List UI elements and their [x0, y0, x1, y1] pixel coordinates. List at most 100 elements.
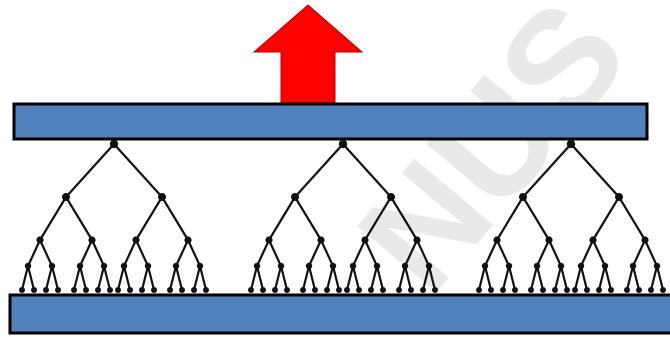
tree-branch — [122, 238, 138, 268]
tree-branch — [351, 264, 361, 292]
tree-branch — [26, 238, 42, 268]
tree-branch — [255, 238, 271, 268]
tree-branch — [134, 238, 150, 268]
tree-branch — [307, 238, 323, 268]
tree-tip-node — [167, 287, 173, 293]
arrow-up-icon — [252, 4, 364, 105]
tree-branch — [631, 238, 647, 268]
tree-branch — [134, 195, 164, 242]
tree-branch — [643, 238, 659, 268]
tree-branch — [146, 264, 156, 292]
tree-tip-node — [284, 287, 290, 293]
tree-junction-node — [589, 236, 597, 244]
tree-tip-node — [83, 287, 89, 293]
tree-branch — [495, 238, 511, 268]
tree-branch — [198, 264, 208, 292]
tree-tip-node — [71, 287, 77, 293]
tree-junction-node — [265, 236, 273, 244]
tree-branch — [160, 195, 190, 242]
tree-tip-node — [95, 287, 101, 293]
tree-branch — [319, 238, 335, 268]
tree-tip-node — [408, 287, 414, 293]
tree-tip-node — [31, 287, 37, 293]
tree-junction-node — [545, 236, 553, 244]
tree-tip-node — [396, 287, 402, 293]
tree-tip-node — [564, 287, 570, 293]
tree-branch — [267, 238, 283, 268]
tree-tip-node — [552, 287, 558, 293]
tree-branch — [345, 264, 355, 292]
top-plate — [12, 102, 649, 141]
tree-tip-node — [203, 287, 209, 293]
tree-branch — [168, 264, 178, 292]
tree-junction-node — [48, 262, 56, 270]
tree-branch — [325, 264, 335, 292]
tree-tip-node — [608, 287, 614, 293]
tree-branch — [78, 238, 94, 268]
tree-junction-node — [387, 193, 395, 201]
tree-branch — [369, 264, 379, 292]
tree-junction-node — [557, 262, 565, 270]
tree-junction-node — [349, 262, 357, 270]
tree-branch — [255, 264, 265, 292]
tree-branch — [397, 264, 407, 292]
tree-branch — [38, 195, 68, 242]
tree-junction-node — [36, 236, 44, 244]
tree-branch — [363, 238, 379, 268]
tree-branch — [501, 264, 511, 292]
tree-junction-node — [577, 262, 585, 270]
tree-junction-node — [373, 262, 381, 270]
tree-junction-node — [601, 262, 609, 270]
tree-junction-node — [493, 236, 501, 244]
tree-branch — [96, 264, 106, 292]
branch-trees — [19, 139, 666, 293]
tree-tip-node — [660, 287, 666, 293]
tree-branch — [415, 238, 431, 268]
tree-junction-node — [144, 262, 152, 270]
tree-tip-node — [540, 287, 546, 293]
tree-tip-node — [356, 287, 362, 293]
tree-junction-node — [361, 236, 369, 244]
tree-tip-node — [476, 287, 482, 293]
tree-junction-node — [641, 236, 649, 244]
tree-tip-node — [624, 287, 630, 293]
tree-tip-node — [312, 287, 318, 293]
tree-branch — [507, 264, 517, 292]
tree-tip-node — [272, 287, 278, 293]
tree-branch — [535, 238, 551, 268]
tree-branch — [553, 264, 563, 292]
tree-branch — [279, 264, 289, 292]
tree-branch — [649, 264, 659, 292]
tree-junction-node — [533, 262, 541, 270]
tree-tip-node — [488, 287, 494, 293]
tree-branch — [112, 142, 164, 199]
tree-branch — [427, 264, 437, 292]
tree-tip-node — [115, 287, 121, 293]
tree-branch — [102, 264, 112, 292]
tree-branch — [140, 264, 150, 292]
tree-junction-node — [481, 262, 489, 270]
tree-branch — [307, 264, 317, 292]
tree-branch — [192, 264, 202, 292]
tree-branch — [579, 264, 589, 292]
tree-branch — [341, 142, 393, 199]
tree-junction-node — [24, 262, 32, 270]
tree-branch — [559, 264, 569, 292]
tree-junction-node — [338, 139, 348, 149]
tree-junction-node — [120, 262, 128, 270]
tree-branch — [579, 238, 595, 268]
tree-tip-node — [528, 287, 534, 293]
tree-tip-node — [151, 287, 157, 293]
tree-branch — [20, 264, 30, 292]
tree-branch — [50, 264, 60, 292]
tree-branch — [174, 264, 184, 292]
tree-branch — [573, 264, 583, 292]
tree-branch — [90, 238, 106, 268]
tree-branch — [535, 264, 545, 292]
tree-branch — [597, 264, 607, 292]
tree-branch — [301, 264, 311, 292]
tree-tip-node — [324, 287, 330, 293]
tree-tip-node — [43, 287, 49, 293]
tree-branch — [655, 264, 665, 292]
